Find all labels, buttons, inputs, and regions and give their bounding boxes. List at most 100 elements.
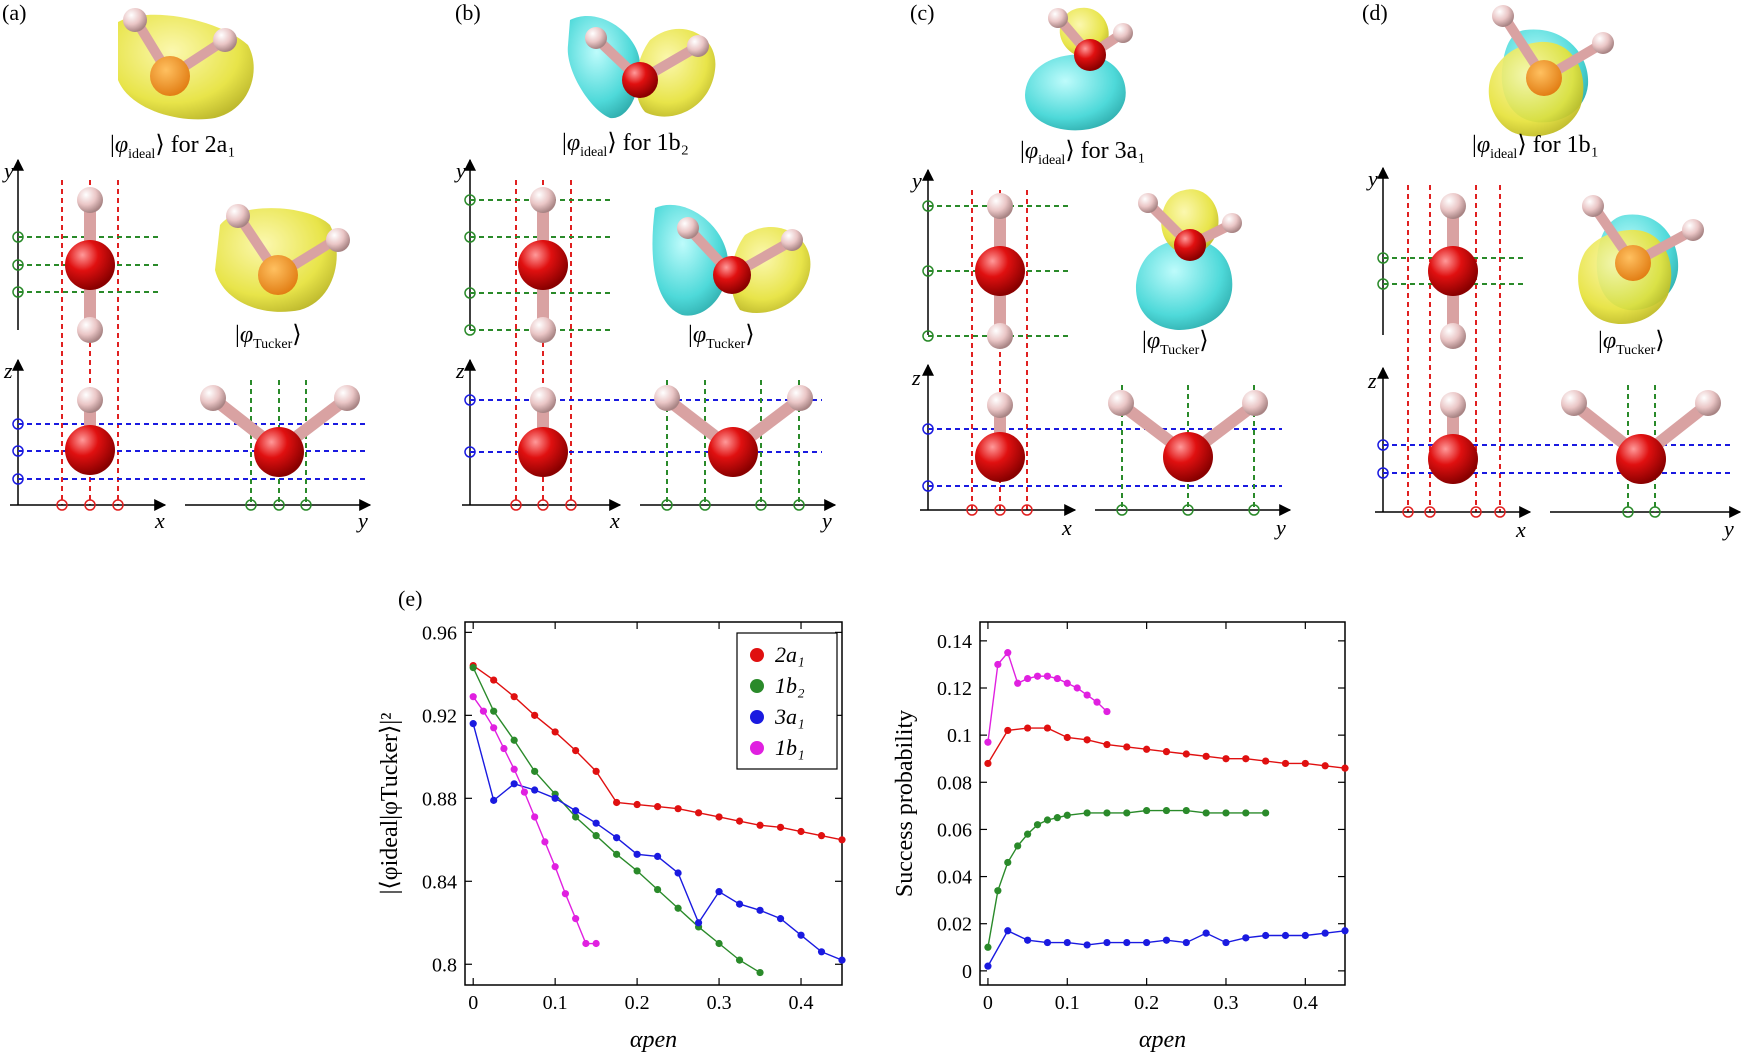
data-point (984, 962, 992, 970)
y-tick-label: 0.96 (422, 622, 457, 644)
x-tick-label: 0.2 (625, 992, 650, 1014)
x-tick-label: 0.1 (543, 992, 568, 1014)
data-point (838, 836, 846, 844)
data-point (1321, 929, 1329, 937)
data-point (469, 693, 477, 701)
data-point (1301, 931, 1309, 940)
data-point (1202, 929, 1210, 937)
tucker-orbital-1b1 (1578, 195, 1704, 325)
x-axis-label: x (609, 508, 620, 533)
data-point (613, 850, 621, 858)
y-tick-label: 0.8 (432, 954, 457, 976)
data-point (592, 832, 600, 840)
data-point (653, 852, 662, 860)
x-tick-label: 0.3 (707, 992, 732, 1014)
data-point (613, 798, 621, 807)
data-point (653, 803, 662, 811)
x-axis-label: αpen (1139, 1027, 1186, 1053)
y-tick-label: 0.02 (937, 914, 972, 936)
data-point (1143, 938, 1151, 947)
data-point (674, 805, 682, 813)
plot-frame (464, 621, 843, 986)
data-point (520, 788, 529, 796)
ideal-caption: |φideal⟩ for 1b₂ (562, 130, 689, 160)
data-point (1004, 726, 1012, 735)
molecule-panels: (a) |φideal⟩ for 2a₁ y (2, 0, 1742, 542)
panel-label: (d) (1362, 0, 1388, 25)
x-axis-label: αpen (630, 1027, 677, 1053)
data-point (1004, 649, 1012, 657)
data-point (551, 728, 559, 736)
legend-marker (750, 679, 764, 693)
y-axis-label: y (1366, 166, 1378, 191)
data-point (633, 800, 641, 809)
data-point (1103, 740, 1111, 749)
data-point (1063, 733, 1071, 742)
data-point (510, 736, 518, 744)
data-point (776, 823, 785, 831)
data-point (1033, 672, 1042, 680)
y-axis-label-2: y (356, 508, 368, 533)
data-point (510, 780, 518, 788)
panel-label: (c) (910, 0, 934, 25)
data-point (592, 939, 600, 948)
y-axis-label: Success probability (892, 710, 918, 897)
data-point (1004, 927, 1012, 935)
y-axis-label: |⟨φideal|φTucker⟩|² (377, 713, 403, 895)
data-point (1093, 698, 1101, 706)
data-point (469, 664, 477, 672)
data-point (1242, 934, 1250, 942)
y-tick-label: 0 (962, 961, 972, 983)
y-tick-label: 0.12 (937, 678, 972, 700)
series-line (987, 929, 1346, 967)
y-tick-label: 0.06 (937, 819, 972, 841)
data-point (1262, 809, 1270, 817)
x-tick-label: 0 (468, 992, 478, 1014)
legend-label: 3a₁ (774, 704, 805, 729)
legend-marker (750, 710, 764, 724)
data-point (561, 890, 569, 898)
data-point (1103, 809, 1111, 817)
y-axis-label-2: y (820, 508, 832, 533)
data-point (490, 707, 498, 715)
data-point (1123, 743, 1131, 751)
y-tick-label: 0.92 (422, 705, 457, 727)
data-point (1262, 757, 1270, 765)
data-point (572, 747, 580, 755)
x-axis-label: x (1061, 515, 1072, 540)
data-point (1043, 672, 1052, 680)
data-point (1123, 938, 1131, 947)
plot-frame (979, 621, 1346, 986)
legend-label: 2a₁ (775, 642, 805, 667)
data-point (984, 759, 992, 768)
data-point (984, 738, 992, 746)
data-point (1162, 806, 1171, 815)
y-tick-label: 0.14 (937, 631, 972, 653)
data-point (531, 813, 539, 821)
data-point (541, 838, 549, 846)
data-point (715, 813, 723, 821)
data-point (490, 796, 498, 804)
data-point (510, 765, 518, 773)
data-point (531, 786, 539, 794)
data-point (1024, 830, 1032, 838)
legend-label: 1b₁ (775, 735, 805, 760)
data-point (1281, 931, 1290, 940)
panel-label: (b) (455, 0, 481, 25)
data-point (592, 767, 600, 775)
ideal-orbital-3a1 (1025, 7, 1133, 131)
panel-c: (c) |φideal⟩ for 3a₁ y (910, 0, 1292, 540)
data-point (1053, 814, 1061, 822)
data-point (1043, 724, 1052, 732)
data-point (531, 767, 539, 775)
data-point (694, 809, 703, 817)
legend-marker (750, 741, 764, 755)
y-axis-label: y (2, 158, 14, 183)
data-point (1024, 724, 1032, 732)
data-point (1063, 679, 1071, 687)
data-point (551, 794, 559, 802)
data-point (1063, 811, 1071, 819)
data-point (1083, 691, 1091, 699)
x-tick-label: 0.4 (1293, 992, 1318, 1014)
